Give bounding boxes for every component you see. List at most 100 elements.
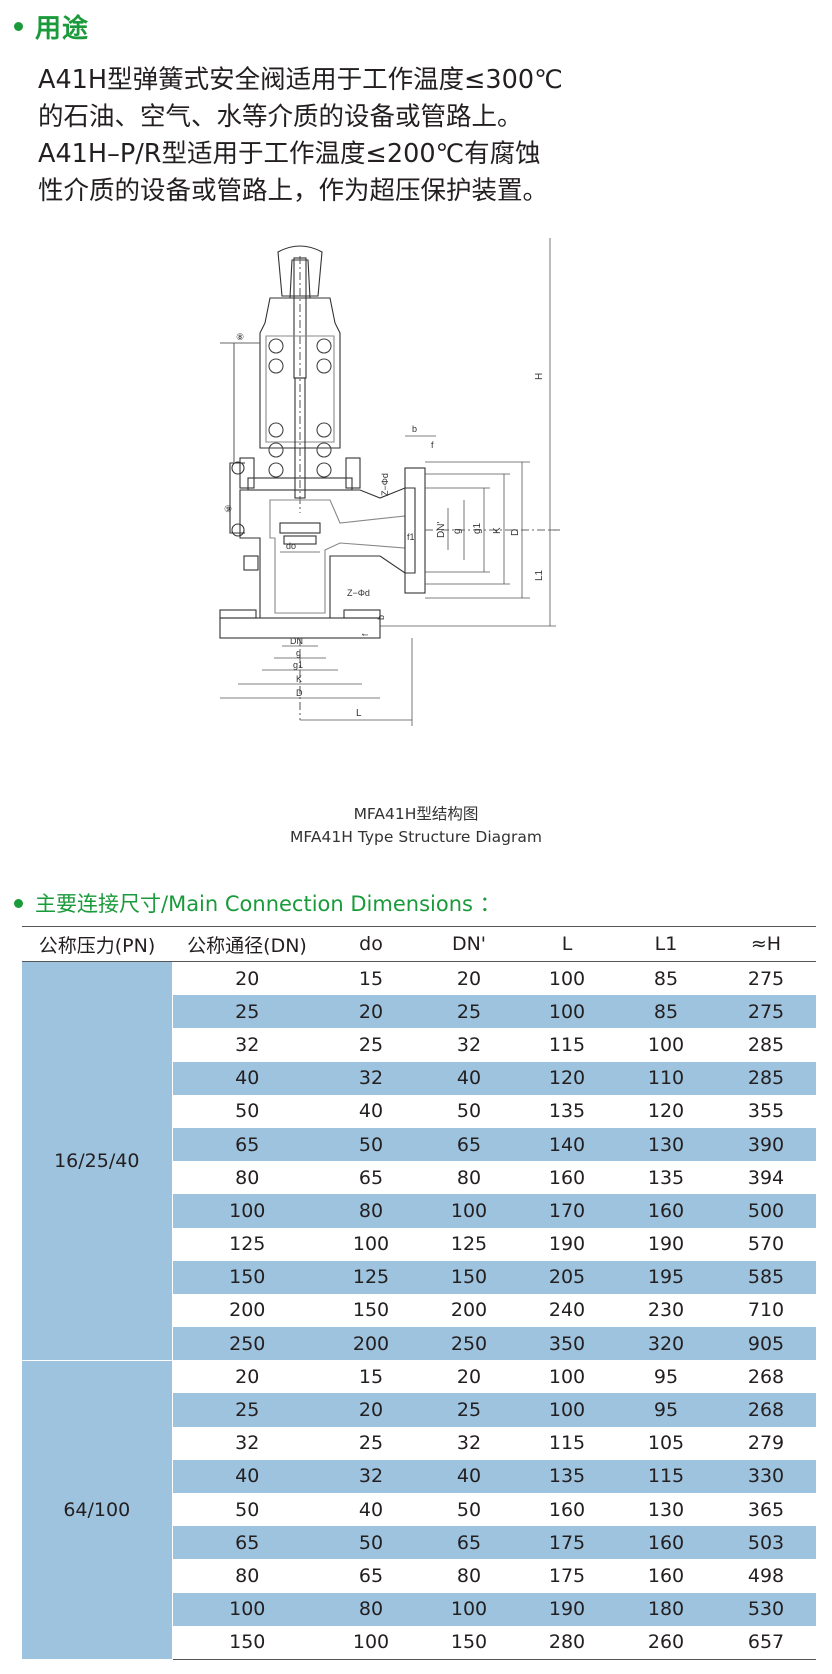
table-cell: 135 bbox=[647, 1166, 685, 1189]
table-cell: 160 bbox=[548, 1498, 586, 1521]
dim-label-do: do bbox=[286, 541, 296, 551]
table-cell: 175 bbox=[518, 1526, 616, 1560]
table-cell: 32 bbox=[456, 1033, 482, 1056]
table-cell: 585 bbox=[716, 1260, 816, 1294]
table-cell: 530 bbox=[716, 1592, 816, 1626]
table-cell: 180 bbox=[616, 1592, 716, 1626]
dim-label-D: D bbox=[510, 529, 521, 536]
table-cell: 32 bbox=[322, 1459, 420, 1493]
part-callout-9: ⑨ bbox=[224, 504, 232, 514]
table-cell: 40 bbox=[172, 1459, 322, 1493]
pressure-class-cell: 64/100 bbox=[22, 1360, 173, 1660]
table-cell: 175 bbox=[548, 1564, 586, 1587]
table-cell: 80 bbox=[322, 1592, 420, 1626]
column-header-dn: 公称通径(DN) bbox=[172, 926, 322, 962]
column-header-h: ≈H bbox=[716, 926, 816, 962]
table-cell: 160 bbox=[616, 1526, 716, 1560]
dim-label-L: L bbox=[356, 708, 362, 719]
table-cell: 285 bbox=[716, 1061, 816, 1095]
table-cell: 390 bbox=[716, 1127, 816, 1162]
table-cell: 40 bbox=[358, 1498, 384, 1521]
valve-body bbox=[239, 487, 416, 619]
table-cell: 100 bbox=[352, 1233, 390, 1256]
table-cell: 20 bbox=[456, 967, 482, 990]
table-cell: 260 bbox=[616, 1625, 716, 1660]
dim-label-z-phi-d-inlet: Z−Φd bbox=[347, 588, 370, 598]
table-cell: 710 bbox=[747, 1299, 785, 1322]
part-callout-8: ⑧ bbox=[236, 332, 244, 342]
table-cell: 85 bbox=[616, 995, 716, 1029]
table-cell: 150 bbox=[172, 1625, 322, 1660]
table-cell: 240 bbox=[548, 1299, 586, 1322]
table-cell: 65 bbox=[172, 1526, 322, 1560]
table-cell: 80 bbox=[322, 1194, 420, 1228]
dim-label-f1: f1 bbox=[407, 532, 415, 542]
table-cell: 100 bbox=[518, 995, 616, 1029]
table-cell: 130 bbox=[616, 1127, 716, 1162]
table-cell: 110 bbox=[616, 1061, 716, 1095]
table-cell: 320 bbox=[616, 1327, 716, 1361]
table-cell: 40 bbox=[420, 1061, 518, 1095]
table-cell: 115 bbox=[548, 1033, 586, 1056]
table-cell: 65 bbox=[358, 1166, 384, 1189]
column-header-l: L bbox=[518, 926, 616, 962]
valve-structure-diagram: H L1 D K g1 g DN' Z−Φd b f f1 do Z−Φd b … bbox=[219, 238, 560, 726]
dim-label-g1-inlet: g1 bbox=[293, 660, 303, 670]
dimensions-table: 公称压力(PN) 公称通径(DN) do DN' L L1 ≈H 16/25/4… bbox=[22, 926, 816, 1660]
table-cell: 115 bbox=[548, 1432, 586, 1455]
table-cell: 125 bbox=[229, 1233, 266, 1256]
column-header-l1: L1 bbox=[616, 926, 716, 962]
table-cell: 80 bbox=[235, 1564, 260, 1587]
table-cell: 15 bbox=[358, 967, 384, 990]
table-cell: 125 bbox=[450, 1233, 488, 1256]
table-cell: 160 bbox=[548, 1166, 586, 1189]
table-cell: 20 bbox=[322, 1393, 420, 1427]
table-cell: 190 bbox=[518, 1592, 616, 1626]
table-cell: 100 bbox=[518, 1393, 616, 1427]
table-cell: 50 bbox=[235, 1100, 260, 1123]
table-cell: 15 bbox=[358, 1365, 384, 1388]
table-cell: 50 bbox=[322, 1526, 420, 1560]
table-cell: 498 bbox=[747, 1564, 785, 1587]
table-cell: 100 bbox=[548, 1365, 586, 1388]
table-cell: 190 bbox=[548, 1233, 586, 1256]
table-cell: 250 bbox=[172, 1327, 322, 1361]
table-cell: 195 bbox=[616, 1260, 716, 1294]
dim-label-f-outlet: f bbox=[431, 440, 434, 450]
table-cell: 150 bbox=[172, 1260, 322, 1294]
dim-label-g-inlet: g bbox=[296, 648, 301, 658]
table-cell: 135 bbox=[548, 1100, 586, 1123]
table-cell: 65 bbox=[358, 1564, 384, 1587]
dim-label-f-inlet: f bbox=[361, 633, 370, 636]
table-cell: 200 bbox=[322, 1327, 420, 1361]
table-cell: 100 bbox=[420, 1592, 518, 1626]
table-cell: 160 bbox=[647, 1564, 685, 1587]
dim-label-DN: DN bbox=[290, 636, 303, 646]
table-cell: 150 bbox=[352, 1299, 390, 1322]
column-header-pn: 公称压力(PN) bbox=[22, 926, 172, 962]
usage-line: A41H–P/R型适用于工作温度≤200℃有腐蚀 bbox=[38, 139, 541, 169]
table-cell: 95 bbox=[616, 1393, 716, 1427]
table-cell: 200 bbox=[450, 1299, 488, 1322]
table-cell: 365 bbox=[747, 1498, 785, 1521]
dim-label-z-phi-d-outlet: Z−Φd bbox=[380, 473, 390, 496]
table-cell: 330 bbox=[716, 1459, 816, 1493]
dim-label-b-outlet: b bbox=[412, 424, 417, 434]
usage-line: 的石油、空气、水等介质的设备或管路上。 bbox=[38, 102, 523, 132]
table-cell: 200 bbox=[229, 1299, 266, 1322]
table-cell: 905 bbox=[716, 1327, 816, 1361]
table-cell: 268 bbox=[747, 1365, 785, 1388]
